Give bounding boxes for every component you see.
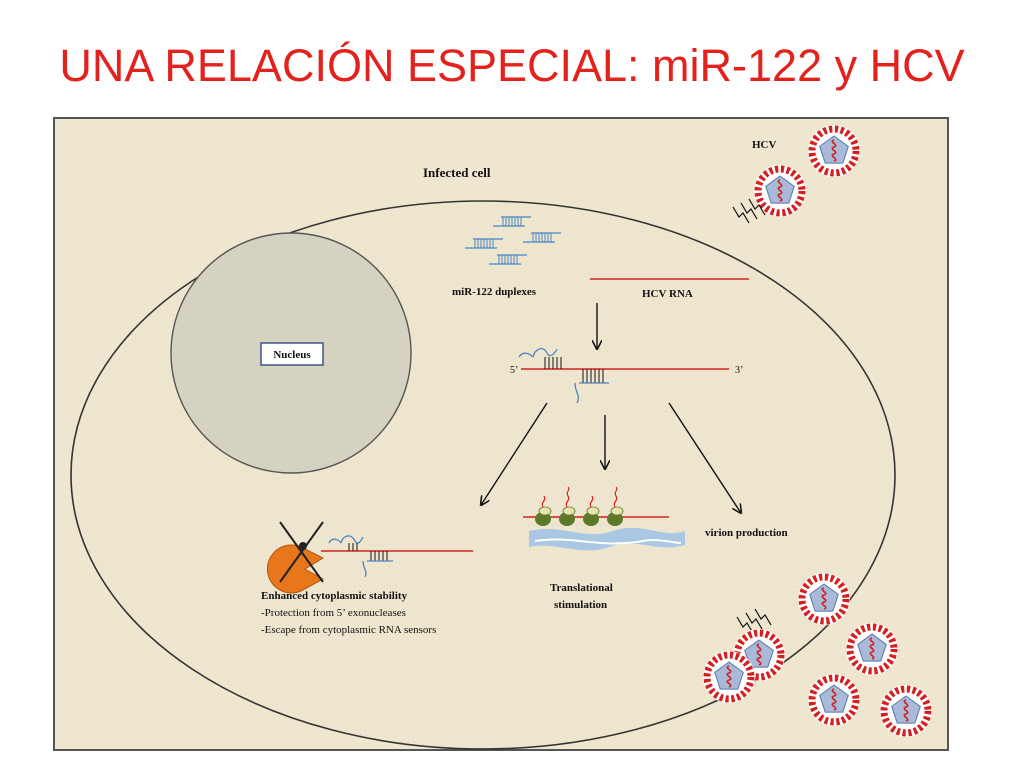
nucleus-label: Nucleus (273, 349, 311, 361)
hcv-rna-label: HCV RNA (642, 288, 693, 300)
slide-title: UNA RELACIÓN ESPECIAL: miR-122 y HCV (59, 40, 965, 91)
exonuclease-blocked (266, 521, 325, 594)
virion-production-label: virion production (705, 527, 788, 539)
stability-line-2: -Escape from cytoplasmic RNA sensors (261, 624, 436, 636)
infected-cell-label: Infected cell (423, 165, 491, 180)
arrow-to-virion (668, 402, 741, 513)
arrow-to-stability (481, 402, 548, 505)
five-prime-label: 5’ (510, 365, 518, 376)
rna-mir122-complex (518, 348, 729, 404)
entry-arrows (732, 198, 766, 224)
hcv-label: HCV (752, 139, 777, 151)
ribosome-translation (523, 486, 685, 551)
translational-line-1: Translational (550, 582, 613, 594)
stability-line-1: -Protection from 5’ exonucleases (261, 607, 406, 619)
duplexes-label: miR-122 duplexes (452, 286, 537, 298)
nucleus-box (260, 342, 324, 366)
translational-line-2: stimulation (554, 599, 607, 611)
exit-arrows (736, 608, 772, 634)
mir122-hcv-diagram: Infected cell Nucleus miR-122 duplexes H… (53, 117, 949, 751)
stability-title: Enhanced cytoplasmic stability (261, 590, 408, 602)
three-prime-label: 3’ (735, 365, 743, 376)
protected-rna (321, 535, 473, 578)
